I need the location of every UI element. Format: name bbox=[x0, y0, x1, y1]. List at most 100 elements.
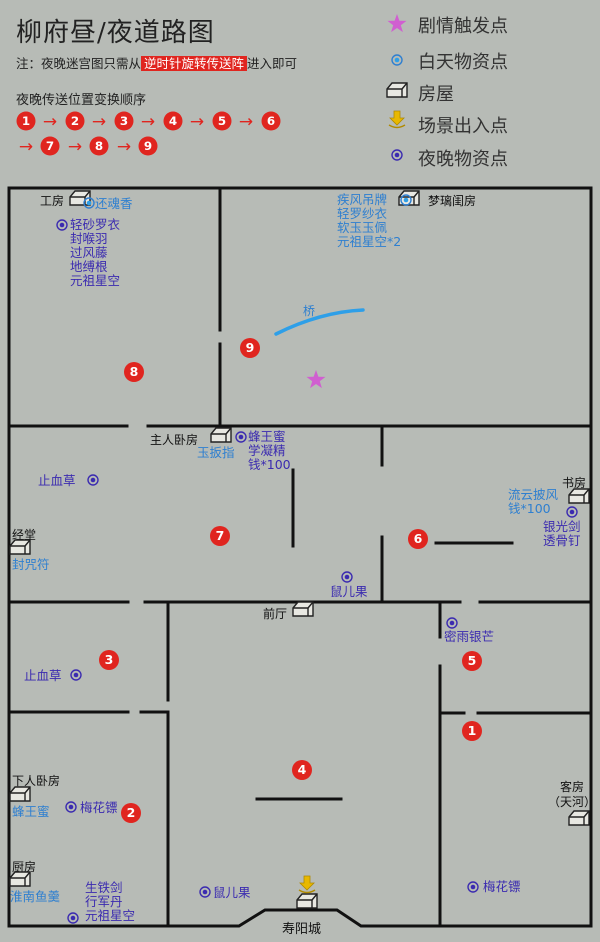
svg-text:6: 6 bbox=[267, 114, 275, 128]
night-dot-shuer-mid-icon bbox=[341, 571, 353, 583]
entrance-arrow-icon bbox=[298, 875, 316, 894]
legend-house-icon bbox=[386, 82, 408, 98]
night-items-gongfang: 轻砂罗衣 封喉羽 过风藤 地缚根 元祖星空 bbox=[70, 217, 121, 288]
night-dot-shufang-icon bbox=[566, 506, 578, 518]
night-dot-zhixue-low-icon bbox=[70, 669, 82, 681]
room-xiaren: 下人卧房 bbox=[12, 774, 61, 788]
sequence-arrow-icon: → bbox=[92, 112, 106, 132]
svg-text:7: 7 bbox=[216, 528, 225, 543]
day-items-zhuren: 玉扳指 bbox=[197, 445, 235, 460]
bridge-line bbox=[274, 308, 365, 336]
svg-text:3: 3 bbox=[105, 652, 114, 667]
house-shouyang-icon bbox=[296, 893, 318, 909]
night-items-shufang: 银光剑 透骨钉 bbox=[543, 519, 581, 548]
day-items-xiaren: 蜂王蜜 bbox=[12, 804, 50, 819]
sequence-arrow-icon: → bbox=[239, 112, 253, 132]
story-trigger-star-icon bbox=[306, 370, 326, 389]
sequence-arrow-icon: → bbox=[19, 137, 33, 157]
svg-text:1: 1 bbox=[468, 723, 477, 738]
teleport-marker-5: 5 bbox=[462, 651, 482, 671]
room-menglige: 梦璃闺房 bbox=[428, 194, 477, 208]
map-note: 注：夜晚迷宫图只需从逆时针旋转传送阵进入即可 bbox=[16, 53, 297, 72]
teleport-marker-9: 9 bbox=[240, 338, 260, 358]
room-gongfang: 工房 bbox=[40, 194, 65, 208]
house-zhuren-icon bbox=[210, 427, 232, 443]
house-kefang-icon bbox=[568, 810, 590, 826]
legend-day-label: 白天物资点 bbox=[418, 52, 508, 73]
house-qianting-icon bbox=[292, 601, 314, 617]
sequence-label: 夜晚传送位置变换顺序 bbox=[16, 93, 147, 108]
location-shouyang: 寿阳城 bbox=[282, 922, 322, 937]
teleport-marker-8: 8 bbox=[124, 362, 144, 382]
sequence-arrow-icon: → bbox=[68, 137, 82, 157]
night-dot-zhuren-icon bbox=[235, 431, 247, 443]
night-dot-gongfang-icon bbox=[56, 219, 68, 231]
room-zhuren: 主人卧房 bbox=[150, 433, 199, 447]
night-items-chufang: 生铁剑 行军丹 元祖星空 bbox=[85, 880, 136, 923]
night-dot-mitan-icon bbox=[446, 617, 458, 629]
legend-star-icon bbox=[387, 14, 407, 33]
night-items-shuer-mid: 鼠儿果 bbox=[330, 584, 368, 599]
svg-text:4: 4 bbox=[169, 114, 177, 128]
night-dot-shuer-bottom-icon bbox=[199, 886, 211, 898]
night-dot-zhixue-top-icon bbox=[87, 474, 99, 486]
svg-text:2: 2 bbox=[71, 114, 79, 128]
teleport-marker-4: 4 bbox=[292, 760, 312, 780]
legend-night-dot-icon bbox=[391, 149, 403, 161]
house-xiaren-icon bbox=[9, 786, 31, 802]
note-highlight: 逆时针旋转传送阵 bbox=[141, 56, 248, 71]
svg-text:2: 2 bbox=[127, 805, 136, 820]
sequence-arrow-icon: → bbox=[43, 112, 57, 132]
room-kefang: 客房 （天河） bbox=[548, 780, 597, 809]
house-jingtang-icon bbox=[9, 539, 31, 555]
legend-star-label: 剧情触发点 bbox=[418, 16, 508, 37]
night-dot-meihua-right-icon bbox=[467, 881, 479, 893]
svg-text:5: 5 bbox=[468, 653, 477, 668]
svg-text:1: 1 bbox=[22, 114, 30, 128]
sequence-item-5: 5 bbox=[212, 111, 232, 131]
svg-text:5: 5 bbox=[218, 114, 226, 128]
legend-day-dot-icon bbox=[391, 54, 403, 66]
night-items-shuer-bottom: 鼠儿果 bbox=[213, 885, 251, 900]
teleport-marker-6: 6 bbox=[408, 529, 428, 549]
house-chufang-icon bbox=[9, 871, 31, 887]
house-shufang-icon bbox=[568, 488, 590, 504]
room-qianting: 前厅 bbox=[263, 607, 288, 621]
day-items-menglige: 疾风吊牌 轻罗纱衣 软玉玉佩 元祖星空*2 bbox=[337, 192, 402, 249]
day-items-shufang: 流云披风 钱*100 bbox=[508, 487, 559, 516]
night-items-meihua-right: 梅花镖 bbox=[483, 879, 521, 894]
night-dot-chufang-icon bbox=[67, 912, 79, 924]
legend-entrance-icon bbox=[388, 110, 406, 129]
teleport-marker-3: 3 bbox=[99, 650, 119, 670]
day-items-chufang: 淮南鱼羹 bbox=[10, 889, 61, 904]
sequence-item-8: 8 bbox=[89, 136, 109, 156]
sequence-item-3: 3 bbox=[114, 111, 134, 131]
sequence-item-4: 4 bbox=[163, 111, 183, 131]
room-jingtang: 经堂 bbox=[12, 528, 37, 542]
legend-house-label: 房屋 bbox=[418, 84, 454, 105]
sequence-arrow-icon: → bbox=[141, 112, 155, 132]
room-shufang: 书房 bbox=[562, 476, 587, 490]
teleport-marker-7: 7 bbox=[210, 526, 230, 546]
night-items-zhixue-top: 止血草 bbox=[38, 473, 76, 488]
svg-text:8: 8 bbox=[130, 364, 139, 379]
room-chufang: 厨房 bbox=[12, 860, 37, 874]
night-items-zhuren: 蜂王蜜 学凝精 钱*100 bbox=[248, 429, 291, 472]
legend-night-label: 夜晚物资点 bbox=[418, 149, 508, 170]
sequence-item-9: 9 bbox=[138, 136, 158, 156]
sequence-item-2: 2 bbox=[65, 111, 85, 131]
night-items-meihua-xiaren: 梅花镖 bbox=[80, 800, 118, 815]
svg-text:8: 8 bbox=[95, 139, 103, 153]
svg-text:7: 7 bbox=[46, 139, 54, 153]
day-items-jingtang: 封咒符 bbox=[12, 557, 50, 572]
sequence-arrow-icon: → bbox=[117, 137, 131, 157]
note-suffix: 进入即可 bbox=[247, 56, 298, 71]
svg-text:4: 4 bbox=[298, 762, 307, 777]
sequence-item-6: 6 bbox=[261, 111, 281, 131]
svg-text:9: 9 bbox=[144, 139, 152, 153]
svg-text:3: 3 bbox=[120, 114, 128, 128]
sequence-item-1: 1 bbox=[16, 111, 36, 131]
day-items-gongfang: 还魂香 bbox=[95, 196, 133, 211]
